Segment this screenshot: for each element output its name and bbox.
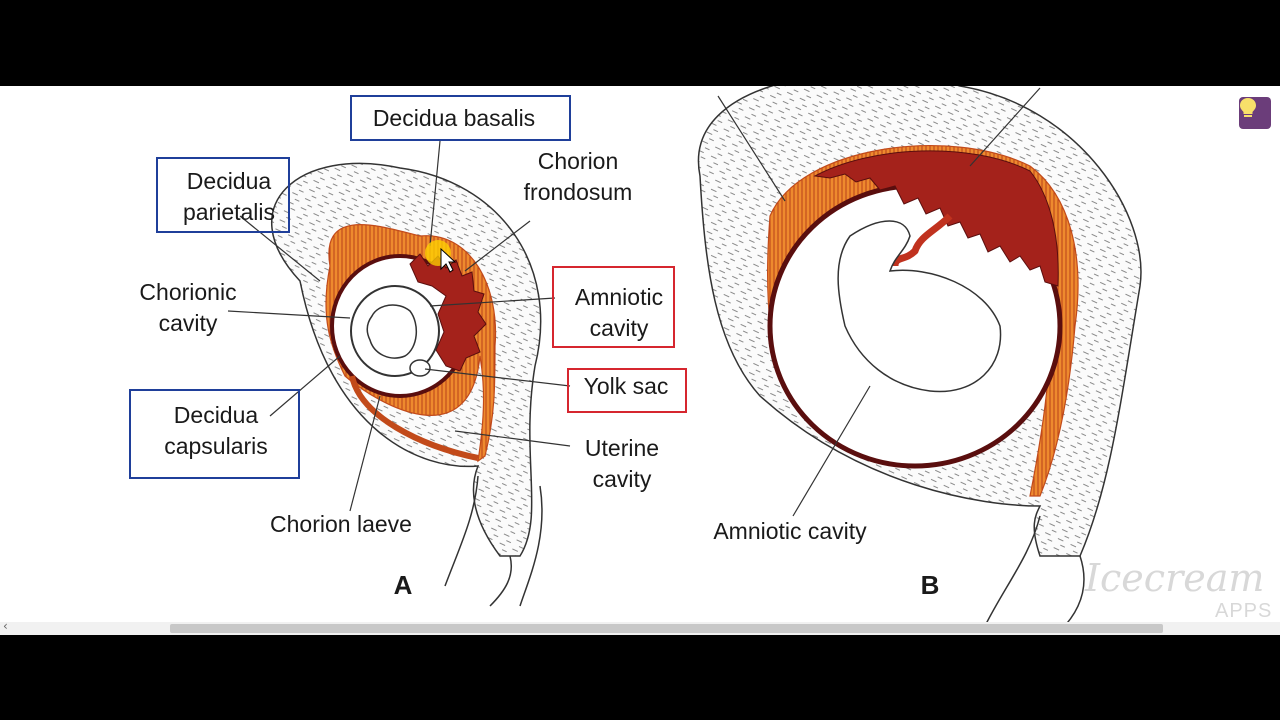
lightbulb-icon bbox=[1240, 98, 1256, 117]
yolk-sac-a bbox=[409, 359, 431, 377]
decidua-capsularis-box bbox=[129, 389, 300, 479]
amniotic-cavity-box bbox=[552, 266, 675, 348]
diagram-b: Amniotic cavity B bbox=[697, 86, 1142, 632]
fetus-b bbox=[837, 220, 1002, 393]
chevron-left-icon[interactable]: ‹ bbox=[3, 619, 8, 633]
cervix-a bbox=[444, 475, 543, 607]
embryo-a bbox=[366, 304, 417, 359]
label-chorion-frondosum-1: Chorion bbox=[538, 148, 619, 174]
label-chorionic-cavity-1: Chorionic bbox=[139, 279, 236, 305]
hint-button[interactable] bbox=[1239, 97, 1271, 129]
label-chorionic-cavity-2: cavity bbox=[159, 310, 218, 336]
umbilical-cord-b bbox=[891, 213, 953, 267]
label-chorion-frondosum-2: frondosum bbox=[524, 179, 633, 205]
placenta-diagram: Decidua basalis Decidua parietalis Chori… bbox=[129, 86, 1272, 632]
label-chorion-laeve: Chorion laeve bbox=[270, 511, 412, 537]
watermark-sub: APPS bbox=[1215, 600, 1272, 622]
label-yolk-sac: Yolk sac bbox=[584, 373, 669, 399]
decidua-parietalis-box bbox=[156, 157, 290, 233]
diagram-a-letter: A bbox=[394, 570, 413, 600]
label-decidua-capsularis-1: Decidua bbox=[174, 402, 259, 428]
label-uterine-cavity-1: Uterine bbox=[585, 435, 659, 461]
leader-lines-a bbox=[227, 140, 571, 512]
label-decidua-basalis: Decidua basalis bbox=[373, 105, 535, 131]
diagram-a: Decidua basalis Decidua parietalis Chori… bbox=[129, 95, 687, 607]
diagram-canvas: Decidua basalis Decidua parietalis Chori… bbox=[0, 86, 1280, 635]
pointer-cursor-icon bbox=[425, 240, 457, 273]
label-amniotic-cavity-b: Amniotic cavity bbox=[713, 518, 867, 544]
leader-lines-b bbox=[717, 87, 1041, 517]
label-amniotic-cavity-1: Amniotic bbox=[575, 284, 663, 310]
horizontal-scrollbar[interactable]: ‹ bbox=[0, 619, 1280, 635]
label-decidua-capsularis-2: capsularis bbox=[164, 433, 268, 459]
placenta-b bbox=[813, 150, 1059, 287]
watermark-brand: Icecream bbox=[1084, 556, 1264, 600]
yolk-sac-box bbox=[567, 368, 687, 413]
label-decidua-parietalis-1: Decidua bbox=[187, 168, 272, 194]
uterine-cavity-a bbox=[349, 375, 479, 461]
label-uterine-cavity-2: cavity bbox=[593, 466, 652, 492]
scrollbar-thumb[interactable] bbox=[170, 624, 1163, 633]
decidua-basalis-box bbox=[350, 95, 571, 141]
label-decidua-parietalis-2: parietalis bbox=[183, 199, 275, 225]
diagram-b-letter: B bbox=[921, 570, 940, 600]
watermark: Icecream APPS bbox=[1084, 556, 1272, 622]
label-amniotic-cavity-2: cavity bbox=[590, 315, 649, 341]
